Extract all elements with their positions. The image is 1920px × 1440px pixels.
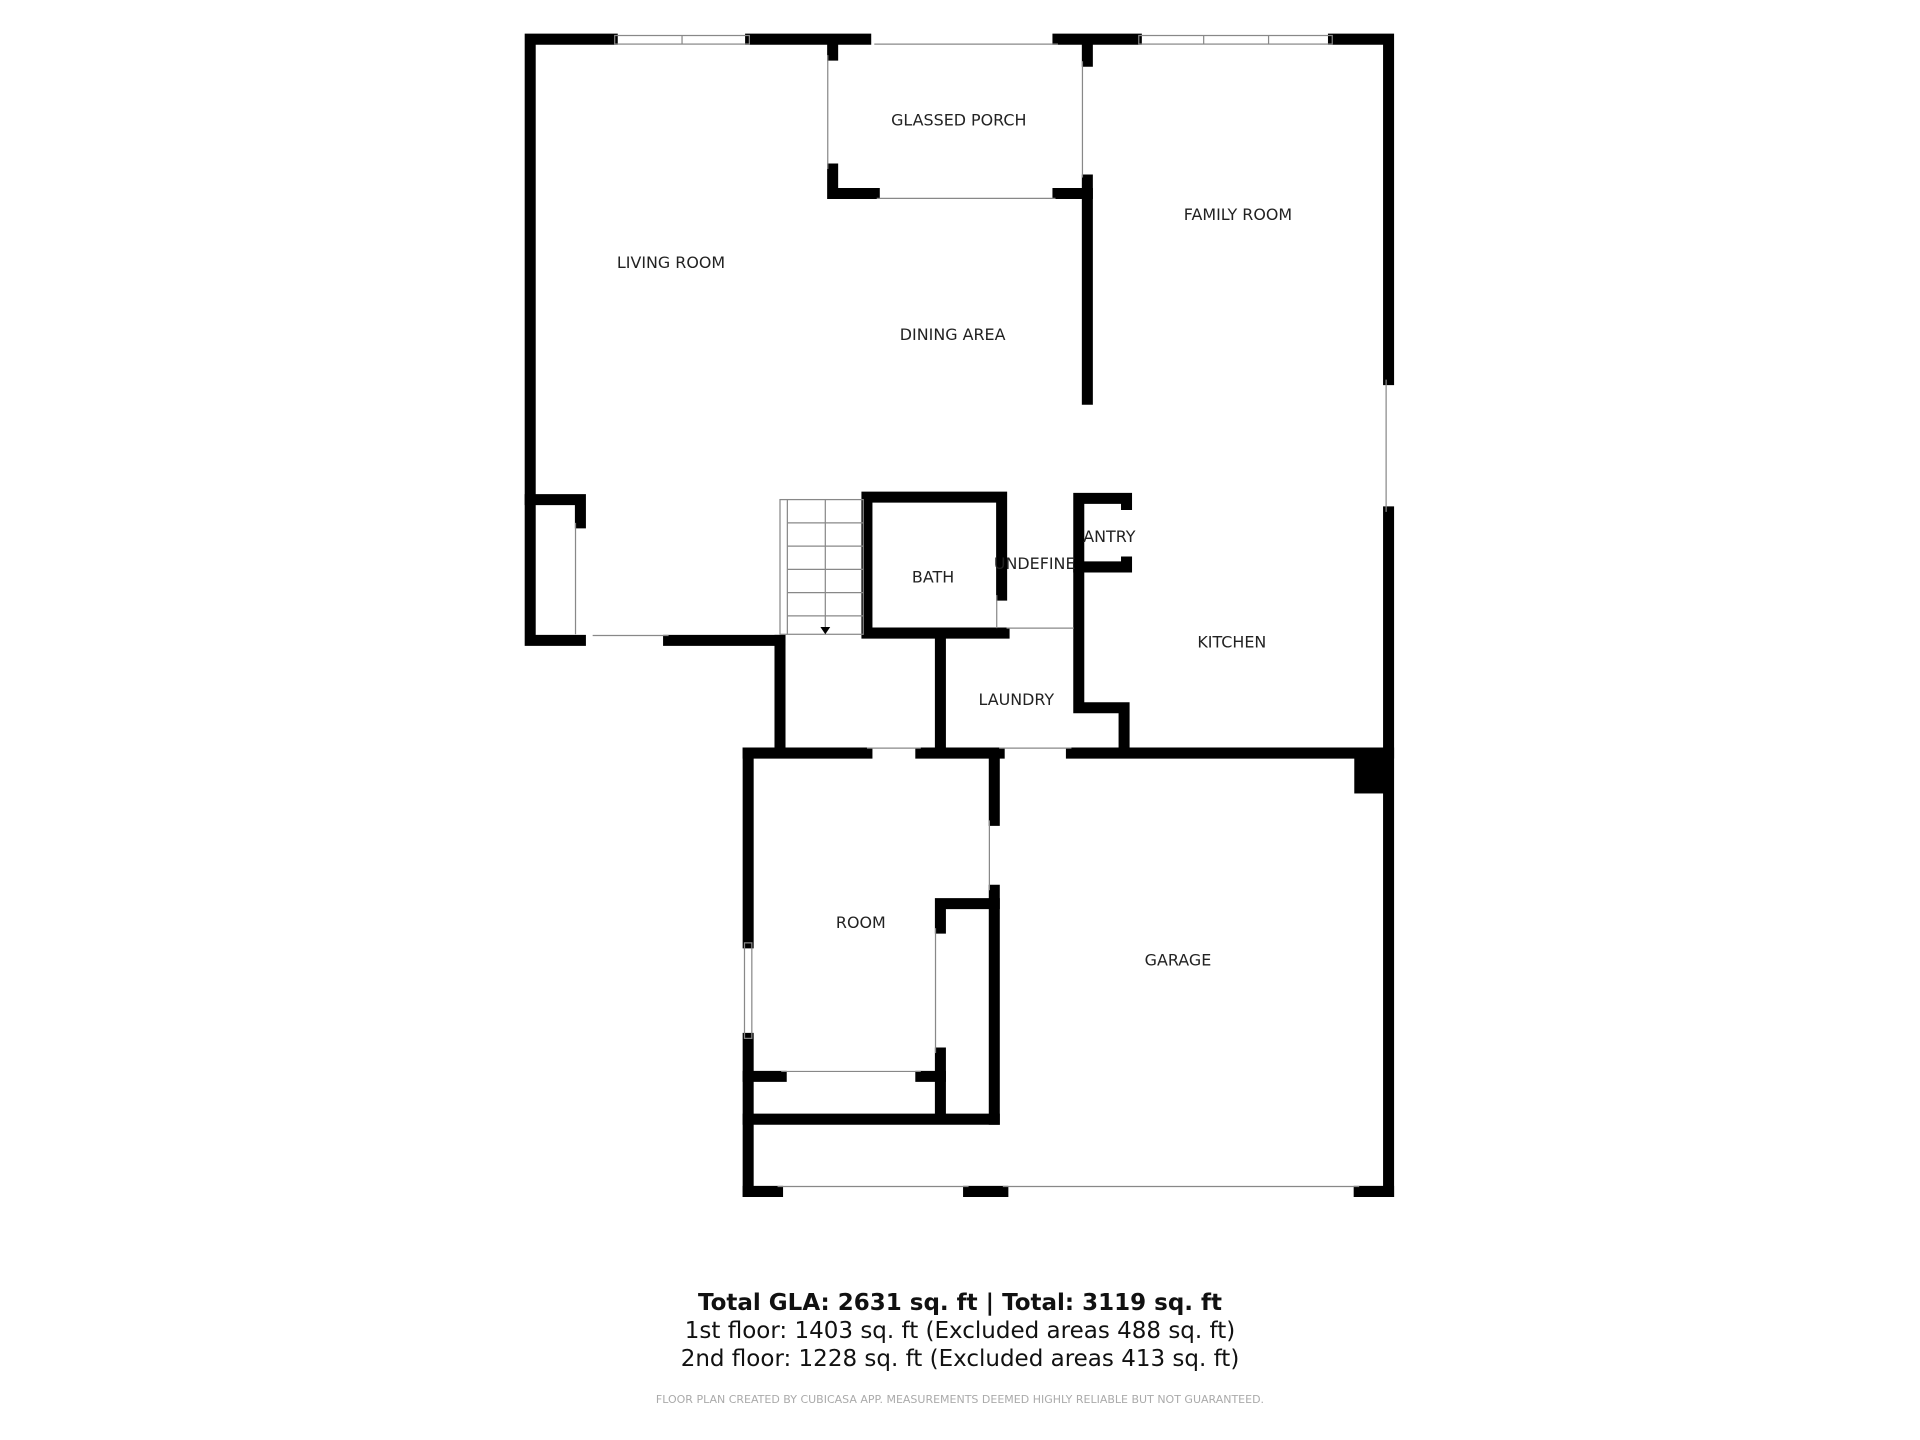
label-laundry: LAUNDRY [978, 690, 1054, 709]
first-floor-area: 1st floor: 1403 sq. ft (Excluded areas 4… [684, 1318, 1236, 1344]
total-area: Total GLA: 2631 sq. ft | Total: 3119 sq.… [697, 1290, 1223, 1316]
label-bath: BATH [912, 567, 954, 586]
label-glassed-porch: GLASSED PORCH [891, 111, 1026, 130]
label-dining-area: DINING AREA [900, 325, 1006, 344]
label-family-room: FAMILY ROOM [1184, 205, 1292, 224]
stair-direction-arrow-icon [820, 626, 831, 635]
windows-and-openings [574, 34, 1387, 1188]
label-undefined: UNDEFINE [994, 554, 1076, 573]
second-floor-area: 2nd floor: 1228 sq. ft (Excluded areas 4… [680, 1346, 1240, 1372]
label-kitchen: KITCHEN [1197, 632, 1266, 651]
label-room: ROOM [836, 913, 886, 932]
label-garage: GARAGE [1145, 951, 1212, 970]
label-living-room: LIVING ROOM [617, 253, 725, 272]
room-labels: GLASSED PORCH FAMILY ROOM LIVING ROOM DI… [617, 111, 1292, 970]
label-pantry: ANTRY [1083, 527, 1136, 546]
stairs [779, 498, 864, 635]
disclaimer: FLOOR PLAN CREATED BY CUBICASA APP. MEAS… [655, 1393, 1265, 1406]
walls [524, 33, 1395, 1197]
